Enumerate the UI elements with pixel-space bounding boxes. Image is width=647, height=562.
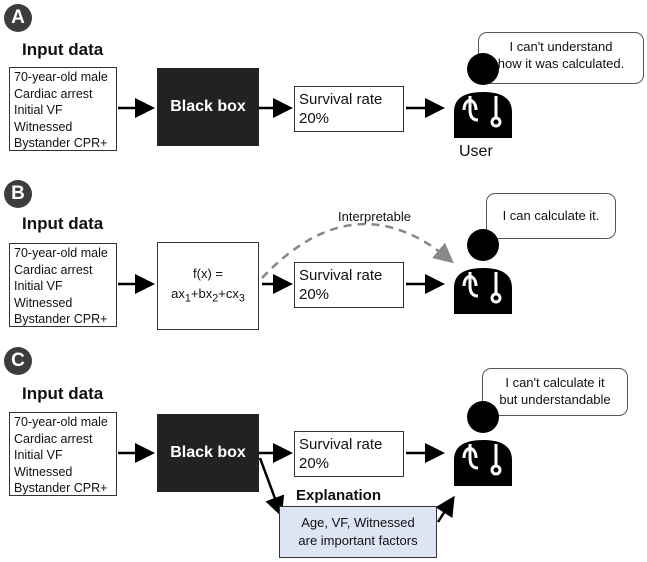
interpretable-formula-box: f(x) = ax1+bx2+cx3	[157, 242, 259, 330]
black-box-model: Black box	[157, 414, 259, 492]
bubble-line: I can't calculate it	[505, 375, 605, 390]
panel-letter-b: B	[4, 180, 32, 208]
survival-rate-box: Survival rate 20%	[294, 86, 404, 132]
input-data-box: 70-year-old male Cardiac arrest Initial …	[9, 67, 117, 151]
arrow-right-icon	[258, 457, 285, 517]
input-data-box: 70-year-old male Cardiac arrest Initial …	[9, 243, 117, 327]
input-item: Bystander CPR+	[14, 481, 108, 496]
survival-rate-label: Survival rate	[299, 436, 383, 453]
speech-bubble: I can calculate it.	[486, 193, 616, 239]
input-item: Cardiac arrest	[14, 262, 93, 277]
bubble-line: I can calculate it.	[502, 208, 600, 223]
doctor-icon	[454, 229, 512, 314]
input-item: Bystander CPR+	[14, 312, 108, 327]
formula-top: f(x) =	[193, 265, 223, 281]
doctor-icon	[454, 53, 512, 138]
explanation-title: Explanation	[296, 487, 382, 504]
panel-letter-a: A	[4, 4, 32, 32]
interpretable-label: Interpretable	[338, 209, 411, 224]
survival-rate-value: 20%	[299, 110, 330, 127]
input-item: Bystander CPR+	[14, 136, 108, 151]
bubble-line: I can't understand	[509, 39, 613, 54]
dashed-curved-arrow-icon	[261, 222, 454, 279]
black-box-model: Black box	[157, 68, 259, 146]
explanation-line: are important factors	[298, 533, 418, 548]
input-data-box: 70-year-old male Cardiac arrest Initial …	[9, 412, 117, 496]
input-item: Cardiac arrest	[14, 86, 93, 101]
arrow-right-icon	[435, 495, 455, 523]
explanation-box: Age, VF, Witnessed are important factors	[279, 506, 437, 558]
input-item: 70-year-old male	[14, 415, 108, 429]
formula-body: ax1+bx2+cx3	[171, 285, 245, 305]
bubble-line: but understandable	[499, 392, 611, 407]
input-item: Cardiac arrest	[14, 431, 93, 446]
speech-bubble: I can't understand how it was calculated…	[478, 32, 644, 84]
input-item: Initial VF	[14, 103, 63, 118]
input-data-heading: Input data	[22, 214, 104, 233]
explanation-line: Age, VF, Witnessed	[301, 515, 415, 530]
input-data-heading: Input data	[22, 384, 104, 403]
bubble-line: how it was calculated.	[497, 56, 625, 71]
doctor-icon	[454, 401, 512, 486]
survival-rate-label: Survival rate	[299, 91, 383, 108]
input-item: Initial VF	[14, 448, 63, 463]
input-item: 70-year-old male	[14, 70, 108, 84]
speech-bubble: I can't calculate it but understandable	[482, 368, 628, 416]
panel-letter-c: C	[4, 347, 32, 375]
survival-rate-value: 20%	[299, 455, 330, 472]
input-item: Witnessed	[14, 295, 73, 310]
input-item: Witnessed	[14, 119, 73, 134]
survival-rate-value: 20%	[299, 286, 330, 303]
input-item: Initial VF	[14, 279, 63, 294]
survival-rate-label: Survival rate	[299, 267, 383, 284]
input-item: Witnessed	[14, 464, 73, 479]
user-label: User	[459, 143, 493, 160]
survival-rate-box: Survival rate 20%	[294, 431, 404, 477]
input-data-heading: Input data	[22, 40, 104, 59]
input-item: 70-year-old male	[14, 246, 108, 260]
survival-rate-box: Survival rate 20%	[294, 262, 404, 308]
